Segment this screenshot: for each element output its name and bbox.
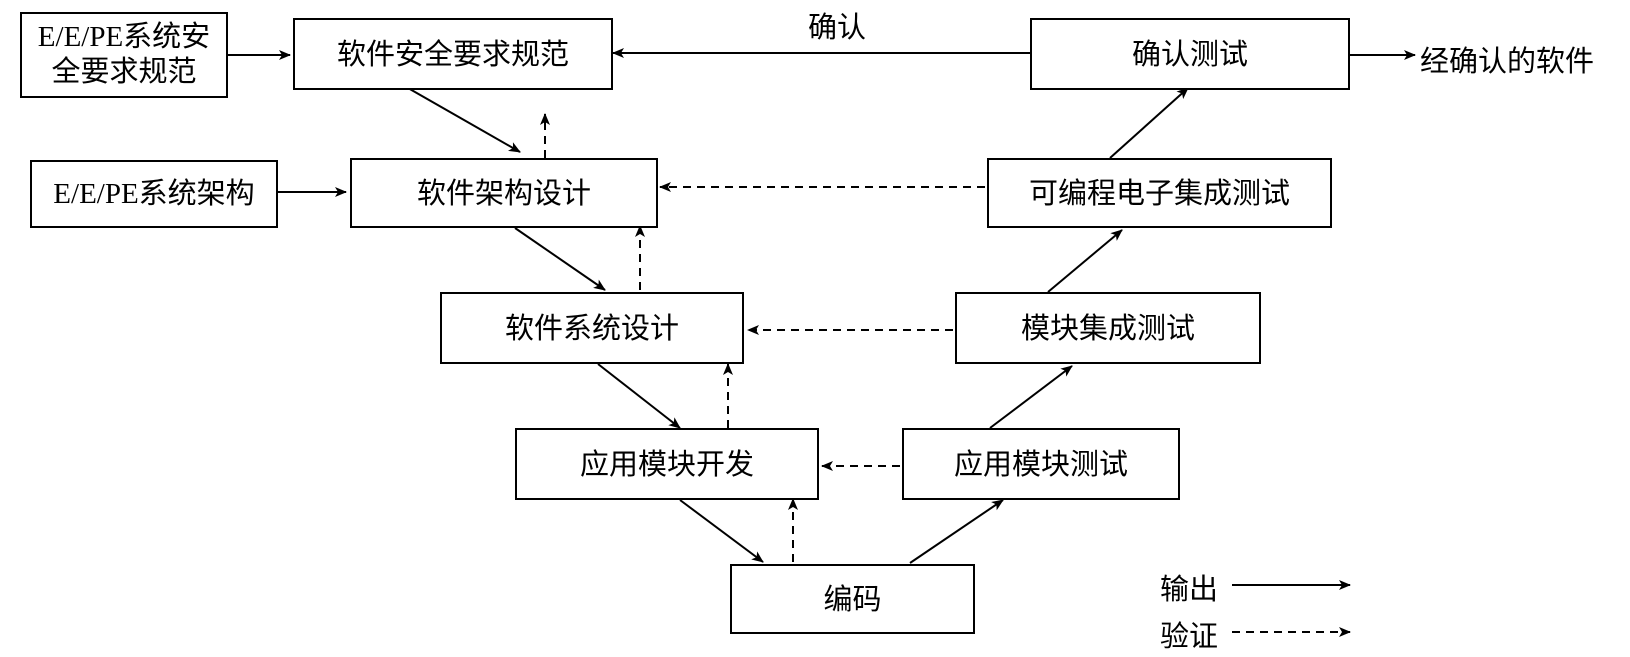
arrow-sw-sys-to-app-dev — [597, 363, 681, 429]
box-software-safety-spec: 软件安全要求规范 — [293, 18, 613, 90]
validation-edge-label: 确认 — [808, 10, 867, 44]
legend-verify-label: 验证 — [1160, 619, 1219, 653]
arrow-module-integ-to-pe-integ — [1047, 229, 1123, 293]
sw-safety-spec-label: 软件安全要求规范 — [336, 36, 569, 71]
box-software-system-design: 软件系统设计 — [440, 292, 744, 364]
arrow-sw-arch-to-sw-sys — [514, 227, 606, 291]
ee-spec-line-1: E/E/PE系统安 — [37, 21, 211, 54]
sw-sys-label: 软件系统设计 — [504, 310, 679, 345]
app-dev-label: 应用模块开发 — [579, 446, 754, 481]
pe-integ-label: 可编程电子集成测试 — [1028, 175, 1290, 210]
box-application-module-test: 应用模块测试 — [902, 428, 1180, 500]
sw-arch-label: 软件架构设计 — [416, 175, 591, 210]
box-software-architecture-design: 软件架构设计 — [350, 158, 658, 228]
validated-software-label: 经确认的软件 — [1420, 44, 1595, 78]
module-integ-label: 模块集成测试 — [1020, 310, 1195, 345]
ee-spec-line-2: 全要求规范 — [51, 56, 197, 88]
box-validation-test: 确认测试 — [1030, 18, 1350, 90]
legend-output-label: 输出 — [1160, 572, 1219, 606]
arrow-coding-to-app-test — [909, 499, 1004, 564]
box-coding: 编码 — [730, 564, 975, 634]
coding-label: 编码 — [823, 581, 882, 616]
arrow-pe-integ-to-valid-test — [1109, 87, 1189, 159]
box-ee-system-safety-spec: E/E/PE系统安 全要求规范 — [20, 12, 228, 98]
validation-test-label: 确认测试 — [1131, 36, 1248, 71]
box-ee-system-architecture: E/E/PE系统架构 — [30, 160, 278, 228]
box-module-integration-test: 模块集成测试 — [955, 292, 1261, 364]
app-test-label: 应用模块测试 — [953, 446, 1128, 481]
ee-arch-label: E/E/PE系统架构 — [53, 177, 255, 210]
arrow-sw-spec-to-sw-arch — [407, 87, 521, 153]
box-application-module-dev: 应用模块开发 — [515, 428, 819, 500]
box-pe-integration-test: 可编程电子集成测试 — [987, 158, 1332, 228]
arrow-app-test-to-module-integ — [989, 365, 1073, 429]
arrow-app-dev-to-coding — [679, 499, 764, 563]
